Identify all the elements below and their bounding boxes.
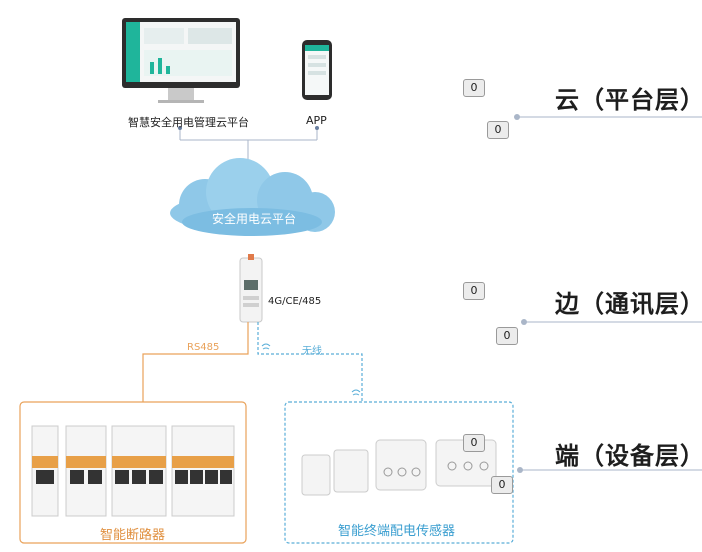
layer-lines [514,114,702,473]
layer-badge[interactable]: 0 [463,434,485,452]
layer-badge[interactable]: 0 [463,79,485,97]
layer-badge[interactable]: 0 [487,121,509,139]
rs485-label: RS485 [187,342,220,353]
layer-title-edge: 边（通讯层） [555,290,702,318]
rs485-line [142,322,249,402]
monitor-caption: 智慧安全用电管理云平台 [128,116,249,129]
app-caption: APP [306,114,327,127]
wireless-line [257,322,363,402]
wireless-label: 无线 [302,346,322,357]
layer-title-cloud: 云（平台层） [555,86,702,114]
wifi-icon [261,343,361,396]
layer-badge[interactable]: 0 [491,476,513,494]
breakers-graphic [31,425,235,517]
layer-title-device: 端（设备层） [555,442,702,470]
layer-badge[interactable]: 0 [463,282,485,300]
cloud-label: 安全用电云平台 [212,212,297,226]
layer-badge[interactable]: 0 [496,327,518,345]
gateway-meter-graphic [239,254,263,323]
cloud-shape [170,158,335,236]
breakers-caption: 智能断路器 [100,528,166,543]
phone-icon [302,40,332,100]
sensors-caption: 智能终端配电传感器 [338,524,456,539]
gateway-label: 4G/CE/485 [268,296,322,307]
monitor-icon [122,18,240,104]
